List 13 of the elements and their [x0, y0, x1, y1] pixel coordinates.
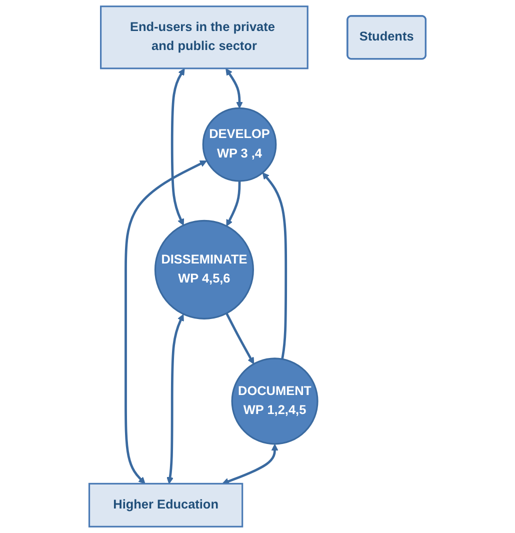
- node-circle: DEVELOP WP 3 ,4: [202, 107, 277, 182]
- arrow: [226, 312, 254, 364]
- arrow: [262, 172, 288, 360]
- node-circle: DOCUMENT WP 1,2,4,5: [231, 358, 318, 445]
- node-box: Higher Education: [88, 482, 244, 528]
- arrow: [124, 160, 207, 484]
- arrow: [222, 444, 278, 485]
- node-box: End-users in the private and public sector: [100, 6, 308, 70]
- arrow: [166, 314, 184, 484]
- arrow: [226, 180, 241, 226]
- arrow: [170, 68, 185, 226]
- arrow: [226, 68, 244, 108]
- node-circle: DISSEMINATE WP 4,5,6: [154, 220, 254, 320]
